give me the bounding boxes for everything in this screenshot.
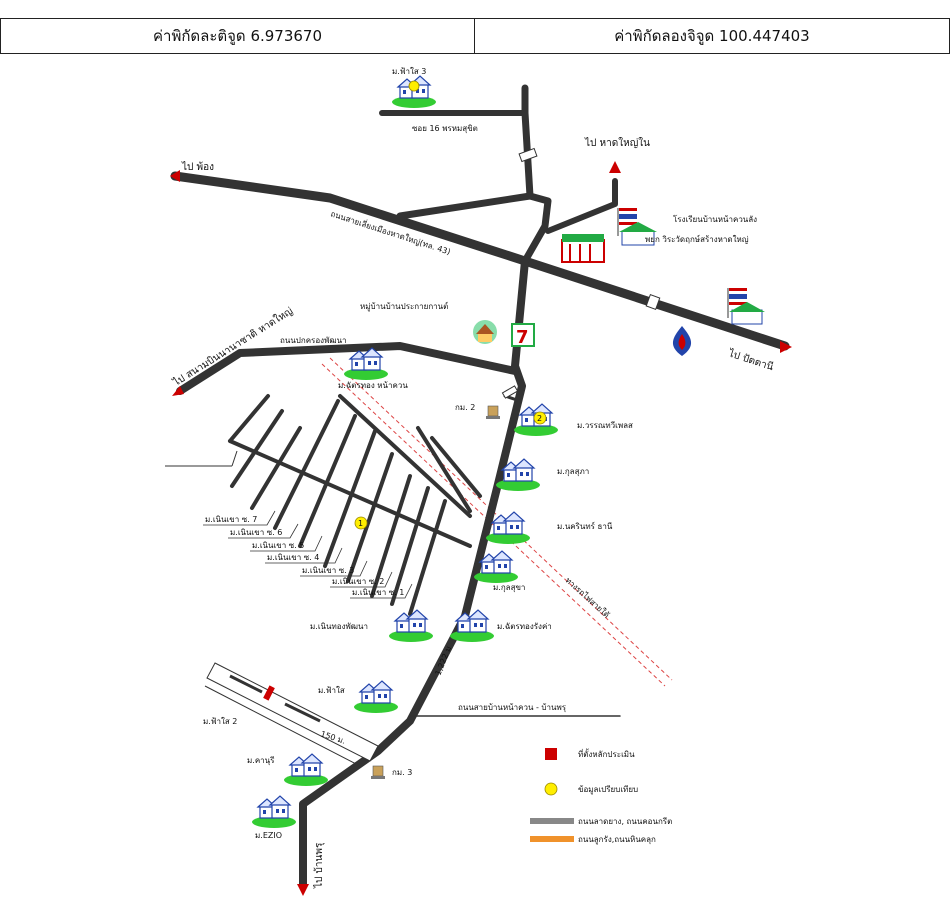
- destination-bankhao-label: ไป บ้านพรุ: [313, 842, 325, 889]
- nern-soi-labels: [203, 510, 413, 599]
- svg-text:7: 7: [516, 327, 529, 348]
- house-icon: [283, 753, 329, 787]
- ban-na-road-label: ถนนสายบ้านหน้าควน - บ้านพรุ: [458, 703, 567, 712]
- longitude-cell: ค่าพิกัดลองจิจูด 100.447403: [474, 18, 950, 54]
- nern5-label: ม.เนินเขา ซ. 5: [252, 541, 304, 550]
- house-icon: [388, 609, 434, 643]
- nern2-label: ม.เนินเขา ซ. 2: [332, 577, 384, 586]
- thai-flag-school-icon: [617, 208, 657, 246]
- grid-thin-road-2: [231, 450, 238, 467]
- village-fahsai-label: ม.ฟ้าใส: [318, 686, 345, 695]
- house-icon: [251, 795, 297, 829]
- village-fahsai2-label: ม.ฟ้าใส 2: [203, 717, 237, 726]
- location-map[interactable]: 7 1 2 ไป พ้อง ไป หาดใหญ่ใน ไป ปัตตานี ไป…: [0, 56, 950, 913]
- km2-label: กม. 2: [455, 403, 475, 412]
- legend-site-label: ที่ตั้งหลักประเมิน: [578, 748, 635, 759]
- fahsai2-plot: [204, 662, 379, 767]
- village-ezio-label: ม.EZIO: [255, 831, 282, 840]
- km2-marker-icon: [486, 405, 500, 419]
- km3-label: กม. 3: [392, 768, 412, 777]
- destination-airport-label: ไป สนามบินนานาชาติ หาดใหญ่: [170, 305, 295, 389]
- thai-flag-school-icon: [727, 288, 765, 325]
- village-nernthong-label: ม.เนินทองพัฒนา: [310, 622, 368, 631]
- village-chatrong-label: ม.ฉัตรทองรังค่า: [497, 622, 552, 631]
- svg-text:1: 1: [358, 519, 363, 528]
- bridge-marks: [501, 147, 661, 399]
- house-icon: [353, 680, 399, 714]
- patkrong-label: ถนนปกครองพัฒนา: [280, 336, 347, 345]
- map-legend: ที่ตั้งหลักประเมิน ข้อมูลเปรียบเทียบ ถนน…: [530, 748, 672, 845]
- destination-pattong-label: ไป พ้อง: [181, 161, 214, 173]
- coordinate-header: ค่าพิกัดละติจูด 6.973670 ค่าพิกัดลองจิจู…: [0, 18, 950, 56]
- seven-eleven-icon: 7: [511, 323, 535, 348]
- compare-marker-2[interactable]: 2: [533, 411, 547, 425]
- village-nakarin-label: ม.นครินทร์ ธานี: [557, 521, 613, 531]
- nern4-label: ม.เนินเขา ซ. 4: [267, 553, 319, 562]
- destination-pattani-label: ไป ปัตตานี: [726, 347, 775, 373]
- latitude-text: ค่าพิกัดละติจูด 6.973670: [152, 27, 323, 45]
- latitude-cell: ค่าพิกัดละติจูด 6.973670: [0, 18, 475, 54]
- house-icon: [343, 347, 389, 381]
- village-chatmongkol-label: ม.ฉัตรทอง หน้าควน: [338, 381, 408, 390]
- nern6-label: ม.เนินเขา ซ. 6: [230, 528, 282, 537]
- village-kanuri-label: ม.คานุรี: [247, 756, 275, 765]
- nern1-label: ม.เนินเขา ซ. 1: [352, 588, 404, 597]
- school-icon: [561, 234, 605, 263]
- km3-marker-icon: [371, 765, 385, 779]
- rail-label: ทางรถไฟสายใต้: [564, 576, 611, 620]
- direction-arrows: [170, 161, 792, 896]
- legend-concrete-label: ถนนลาดยาง, ถนนคอนกรีต: [578, 817, 672, 826]
- compare-marker-3[interactable]: [408, 80, 420, 92]
- village-house-icon: [473, 320, 497, 344]
- svg-text:2: 2: [537, 414, 542, 423]
- legend-compare-label: ข้อมูลเปรียบเทียบ: [578, 785, 638, 795]
- soi16-label: ซอย 16 พรหมสุขิต: [412, 124, 478, 133]
- nern7-label: ม.เนินเขา ซ. 7: [205, 515, 257, 524]
- destination-hatyai-label: ไป หาดใหญ่ใน: [584, 137, 650, 149]
- gas-station-icon: [672, 326, 692, 356]
- road-distance-label: 1,222 ม: [434, 645, 454, 677]
- school-label: โรงเรียนบ้านหน้าควนลัง: [673, 214, 757, 224]
- village-label: หมู่บ้านบ้านประกายกานต์: [360, 301, 448, 312]
- village-warunya-label: ม.วรรณทวีเพลส: [577, 421, 633, 430]
- nern3-label: ม.เนินเขา ซ. 3: [302, 566, 354, 575]
- longitude-text: ค่าพิกัดลองจิจูด 100.447403: [614, 27, 810, 45]
- village-kulsub-label: ม.กุลสุภา: [557, 467, 589, 476]
- temple-school-label: พยก วิระวัดฤกษ์สร้างหาดใหญ่: [645, 234, 749, 244]
- village-fahsai3-label: ม.ฟ้าใส 3: [392, 67, 426, 76]
- compare-marker-1[interactable]: 1: [354, 516, 368, 530]
- legend-lateritic-label: ถนนลูกรัง,ถนนหินคลุก: [578, 835, 656, 845]
- village-kulsuk-label: ม.กุลสุขา: [493, 583, 525, 592]
- soi-grid: [228, 394, 482, 616]
